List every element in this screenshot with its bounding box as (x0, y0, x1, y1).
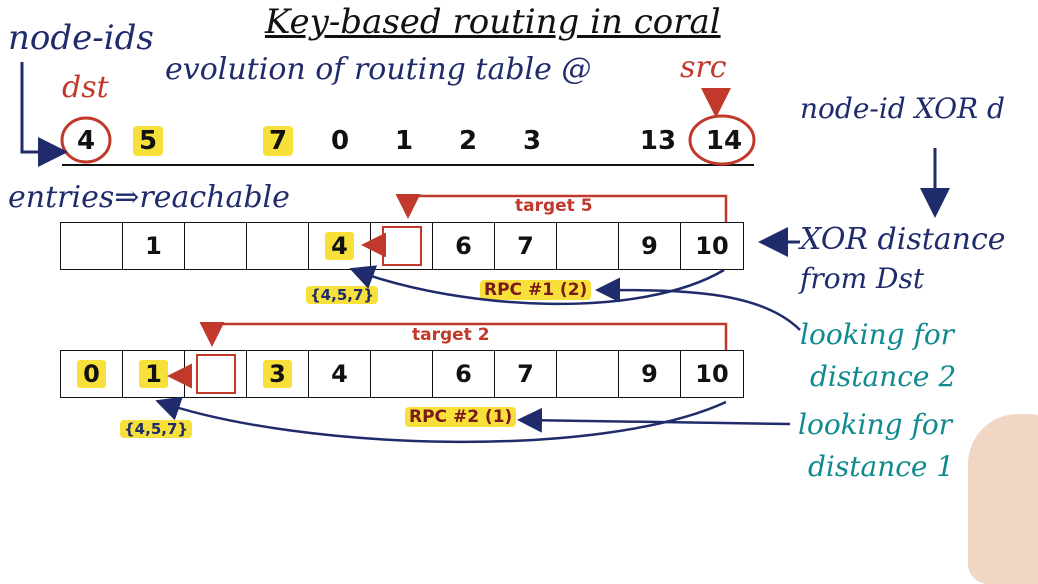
target-box (195, 354, 236, 394)
set-label-2: {4,5,7} (120, 420, 193, 438)
rpc-1-curve (349, 265, 725, 306)
table-cell: 4 (309, 351, 371, 397)
evolution-label: evolution of routing table @ (165, 52, 592, 87)
table-cell: 7 (495, 351, 557, 397)
node-id: 2 (458, 126, 478, 156)
table-cell (247, 223, 309, 269)
looking-for-label: looking for (798, 408, 953, 441)
node-id: 0 (330, 126, 350, 156)
node-id: 1 (394, 126, 414, 156)
target-5-bracket (395, 194, 728, 222)
node-id: 5 (128, 126, 168, 156)
table-cell: 10 (695, 232, 729, 260)
node-id-xor-label: node-id XOR d (800, 92, 1005, 125)
from-dst-label: from Dst (800, 262, 925, 295)
table-cell (61, 223, 123, 269)
presenter-hand (968, 414, 1038, 584)
node-ids-label: node-ids (8, 18, 154, 58)
annotation-overlay (20, 62, 950, 444)
table-cell (557, 351, 619, 397)
set-label-1: {4,5,7} (306, 286, 379, 304)
node-ids-bracket (20, 62, 68, 167)
table-cell: 7 (495, 223, 557, 269)
target-label-2: target 2 (412, 325, 490, 345)
table-cell: 6 (433, 351, 495, 397)
table-cell: 9 (619, 223, 681, 269)
looking-for-label: looking for (800, 318, 955, 351)
table-cell-target (185, 351, 247, 397)
looking-2-arrow (595, 277, 801, 331)
node-id: 3 (522, 126, 542, 156)
xor-distance-label: XOR distance (800, 222, 1006, 257)
node-id: 13 (639, 126, 677, 156)
page-title: Key-based routing in coral (265, 2, 721, 42)
dst-circle (60, 116, 112, 164)
node-id-src: 14 (705, 126, 743, 156)
table-cell (557, 223, 619, 269)
entries-reachable-label: entries⇒reachable (8, 180, 290, 215)
rpc-label-1: RPC #1 (2) (480, 280, 592, 300)
table-cell: 6 (433, 223, 495, 269)
node-id: 7 (258, 126, 298, 156)
rpc-label-2: RPC #2 (1) (405, 407, 517, 427)
routing-table-2: 0 1 3 4 6 7 9 10 (60, 350, 744, 398)
src-label: src (680, 50, 727, 85)
src-circle (688, 114, 756, 166)
table-cell: 4 (309, 223, 371, 269)
looking-1-arrow (517, 407, 791, 433)
table-cell: 3 (247, 351, 309, 397)
target-2-bracket (199, 322, 728, 350)
table-cell (371, 351, 433, 397)
dst-label: dst (62, 70, 109, 105)
table-cell: 10 (695, 360, 729, 388)
routing-table-1: 1 4 6 7 9 10 (60, 222, 744, 270)
table-cell: 9 (619, 351, 681, 397)
node-id-underline (62, 164, 754, 166)
target-label-1: target 5 (515, 196, 593, 216)
node-id-dst: 4 (76, 126, 96, 156)
table-cell (185, 223, 247, 269)
table-cell: 0 (61, 351, 123, 397)
table-cell: 1 (123, 223, 185, 269)
looking-distance-2-label: distance 2 (810, 360, 957, 393)
looking-distance-1-label: distance 1 (808, 450, 955, 483)
